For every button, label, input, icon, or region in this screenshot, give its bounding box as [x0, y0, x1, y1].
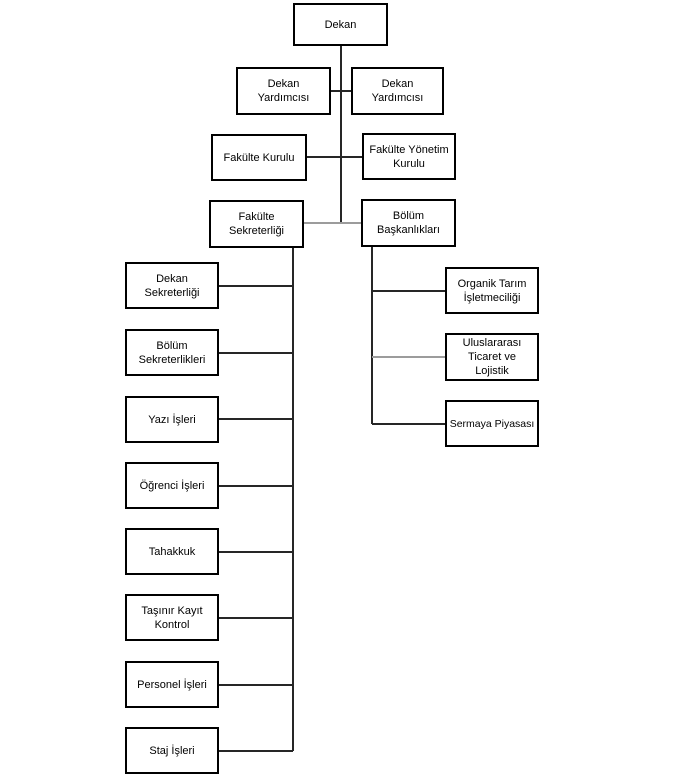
- node-fakulte-kurulu: Fakülte Kurulu: [211, 134, 307, 181]
- node-personel-isleri: Personel İşleri: [125, 661, 219, 708]
- connector-sermaya-piyasasi: [372, 423, 445, 425]
- connector-dekan-yardimcilari: [331, 90, 351, 92]
- connector-dekan-sekreterligi: [219, 285, 293, 287]
- connector-personel-isleri: [219, 684, 293, 686]
- node-dekan-sekreterligi: Dekan Sekreterliği: [125, 262, 219, 309]
- node-tahakkuk: Tahakkuk: [125, 528, 219, 575]
- connector-sekreterlik-baskanliklar: [303, 222, 361, 224]
- connector-tahakkuk: [219, 551, 293, 553]
- node-sermaya-piyasasi: Sermaya Piyasası: [445, 400, 539, 447]
- connector-left-vertical: [292, 248, 294, 751]
- node-bolum-baskanliklari: Bölüm Başkanlıkları: [361, 199, 456, 247]
- connector-center-vertical: [340, 46, 342, 223]
- connector-uluslararasi-ticaret: [372, 356, 445, 358]
- node-dekan: Dekan: [293, 3, 388, 46]
- node-uluslararasi-ticaret-ve-lojistik: Uluslararası Ticaret ve Lojistik: [445, 333, 539, 381]
- node-bolum-sekreterlikleri: Bölüm Sekreterlikleri: [125, 329, 219, 376]
- connector-organik-tarim: [372, 290, 445, 292]
- node-dekan-yardimcisi-1: Dekan Yardımcısı: [236, 67, 331, 115]
- connector-ogrenci-isleri: [219, 485, 293, 487]
- node-yazi-isleri: Yazı İşleri: [125, 396, 219, 443]
- node-fakulte-sekreterligi: Fakülte Sekreterliği: [209, 200, 304, 248]
- node-dekan-yardimcisi-2: Dekan Yardımcısı: [351, 67, 444, 115]
- node-fakulte-yonetim-kurulu: Fakülte Yönetim Kurulu: [362, 133, 456, 180]
- node-ogrenci-isleri: Öğrenci İşleri: [125, 462, 219, 509]
- connector-bolum-sekreterlikleri: [219, 352, 293, 354]
- connector-right-vertical: [371, 247, 373, 424]
- connector-kurullar: [307, 156, 362, 158]
- connector-staj-isleri: [219, 750, 293, 752]
- node-tasinir-kayit-kontrol: Taşınır Kayıt Kontrol: [125, 594, 219, 641]
- node-organik-tarim-isletmeciligi: Organik Tarım İşletmeciliği: [445, 267, 539, 314]
- connector-yazi-isleri: [219, 418, 293, 420]
- connector-tasinir-kayit: [219, 617, 293, 619]
- node-staj-isleri: Staj İşleri: [125, 727, 219, 774]
